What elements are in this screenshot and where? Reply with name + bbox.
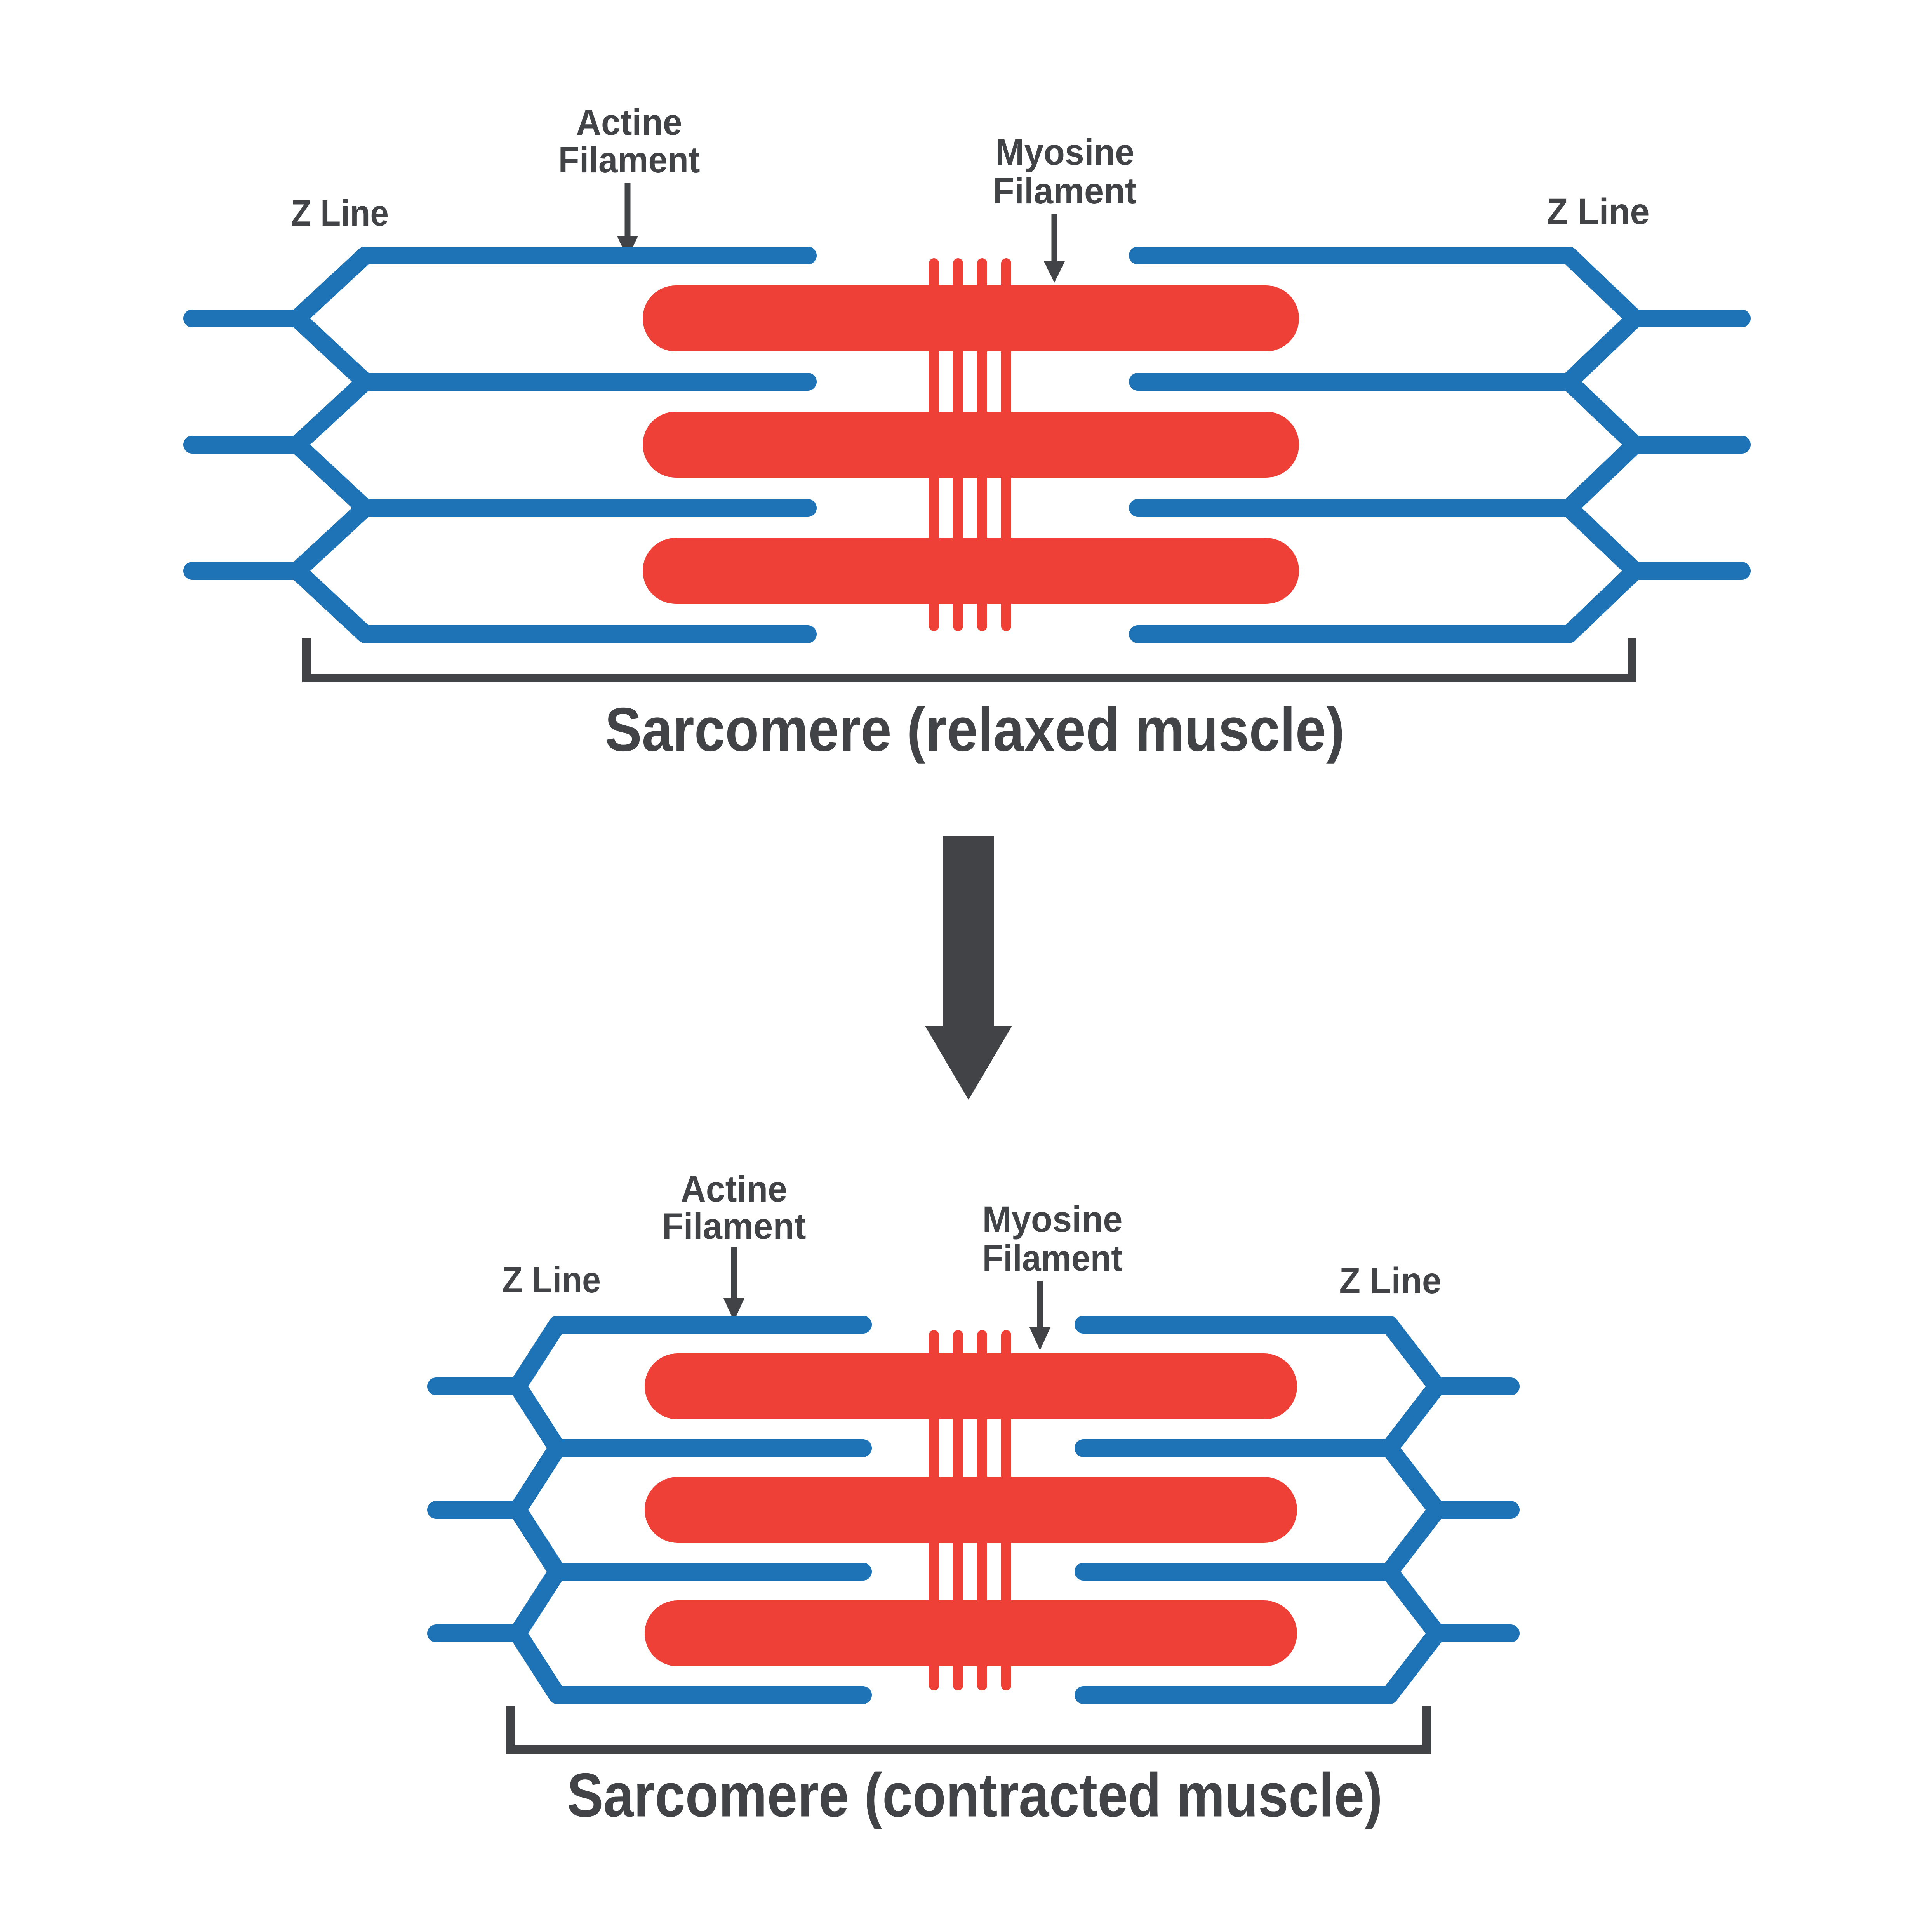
z-line-left-label: Z Line bbox=[291, 193, 389, 234]
actine-label-arrow-icon bbox=[723, 1247, 744, 1321]
sarcomere-bracket bbox=[506, 1706, 1431, 1754]
z-line-left-zigzag bbox=[288, 247, 374, 643]
myosine-filament-label-line2: Filament bbox=[993, 170, 1137, 212]
contraction-transition-arrow-icon bbox=[925, 836, 1012, 1100]
myosin-filament-bar bbox=[643, 412, 1299, 478]
myosin-filament-bar bbox=[643, 285, 1299, 351]
z-line-right bbox=[1381, 1316, 1520, 1704]
actine-filament-label-line2: Filament bbox=[662, 1206, 806, 1247]
myosine-label-arrow-icon bbox=[1044, 214, 1065, 283]
myosin-filament-bar bbox=[645, 1353, 1297, 1419]
myosin-filament-bar bbox=[645, 1600, 1297, 1666]
myosine-filament-label-line2: Filament bbox=[983, 1238, 1123, 1279]
z-line-left bbox=[183, 247, 374, 643]
actine-filament-label-line2: Filament bbox=[558, 139, 700, 181]
actine-filament-label-line1: Actine bbox=[576, 102, 682, 143]
z-line-right-label: Z Line bbox=[1339, 1260, 1442, 1301]
contracted-caption: Sarcomere (contracted muscle) bbox=[567, 1760, 1382, 1830]
z-line-right bbox=[1560, 247, 1751, 643]
actin-filaments bbox=[548, 1316, 1398, 1704]
z-line-left bbox=[427, 1316, 566, 1704]
myosine-label-arrow-icon bbox=[1029, 1281, 1050, 1350]
myosine-filament-label-line1: Myosine bbox=[983, 1199, 1123, 1240]
myosin-filaments bbox=[643, 285, 1299, 604]
myosin-filament-bar bbox=[645, 1477, 1297, 1543]
z-line-right-label: Z Line bbox=[1547, 191, 1650, 232]
z-line-left-label: Z Line bbox=[502, 1259, 601, 1301]
relaxed-caption: Sarcomere (relaxed muscle) bbox=[605, 695, 1345, 764]
myosine-filament-label-line1: Myosine bbox=[995, 132, 1134, 173]
relaxed-sarcomere-diagram: Actine Filament Myosine Filament Z Line … bbox=[183, 102, 1751, 764]
actine-filament-label-line1: Actine bbox=[681, 1169, 787, 1210]
actin-filaments bbox=[356, 247, 1578, 643]
myosin-filaments bbox=[645, 1353, 1297, 1666]
sarcomere-bracket bbox=[302, 638, 1636, 682]
myosin-filament-bar bbox=[643, 538, 1299, 604]
contracted-sarcomere-diagram: Actine Filament Myosine Filament Z Line … bbox=[427, 1169, 1520, 1830]
z-line-right-zigzag bbox=[1560, 247, 1644, 643]
